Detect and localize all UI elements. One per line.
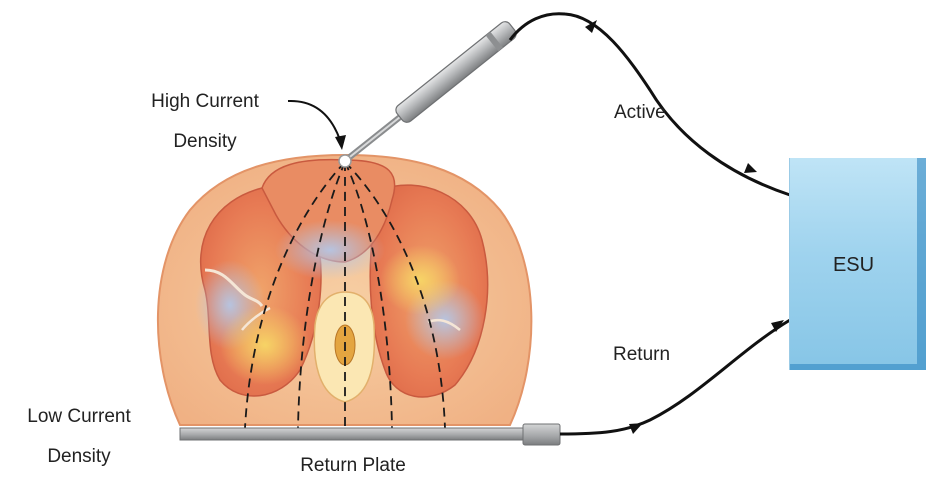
return-label: Return xyxy=(613,344,670,366)
active-label: Active xyxy=(614,102,666,124)
return-plate-label: Return Plate xyxy=(278,455,428,477)
return-wire xyxy=(560,320,790,434)
return-arrow-1 xyxy=(629,423,643,434)
high-density-pointer xyxy=(288,101,346,150)
high-current-label: High Current xyxy=(130,91,280,113)
esu-label: ESU xyxy=(790,254,917,277)
esu-unit: ESU xyxy=(789,158,926,370)
high-current-density-label: Density xyxy=(130,131,280,153)
active-electrode-probe xyxy=(339,19,519,167)
low-current-label: Low Current xyxy=(0,406,158,428)
low-current-density-label: Density xyxy=(0,446,158,468)
return-plate xyxy=(180,424,560,445)
wires xyxy=(510,14,790,434)
active-arrow-2 xyxy=(744,163,757,173)
wire-arrows xyxy=(585,20,784,434)
